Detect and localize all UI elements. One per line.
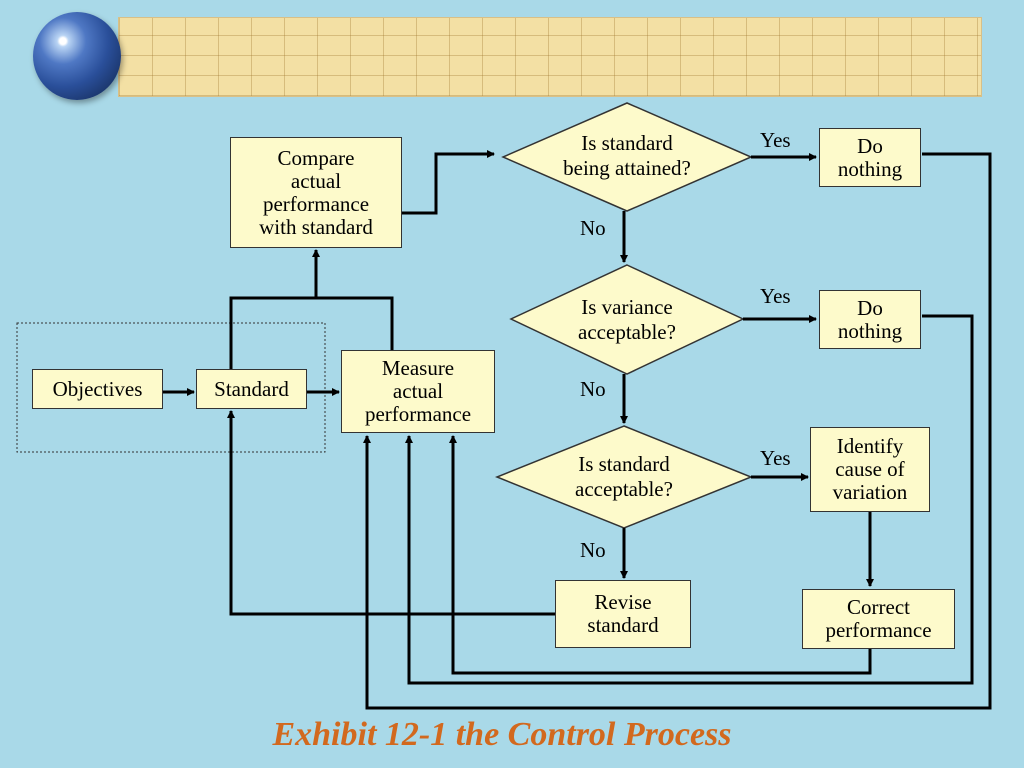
exhibit-title: Exhibit 12-1 the Control Process	[272, 716, 732, 753]
compare-box: Compare actual performance with standard	[230, 137, 402, 248]
no-label-3: No	[580, 538, 606, 562]
arrow-donothing2-measure	[405, 314, 974, 685]
line-standard-up	[229, 296, 394, 375]
correct-box: Correct performance	[802, 589, 955, 649]
decision-attained-diamond	[501, 102, 753, 212]
world-map-banner	[118, 17, 982, 97]
arrow-revise-standard	[227, 410, 555, 616]
yes-label-1: Yes	[760, 128, 791, 152]
revise-box: Revise standard	[555, 580, 691, 648]
identify-box: Identify cause of variation	[810, 427, 930, 512]
yes-label-3: Yes	[760, 446, 791, 470]
yes-label-2: Yes	[760, 284, 791, 308]
planning-group-outline	[16, 322, 326, 453]
globe-icon	[33, 12, 121, 100]
decision-variance-text: Is variance acceptable?	[578, 295, 676, 344]
standard-box: Standard	[196, 369, 307, 409]
do-nothing-box-2: Do nothing	[819, 290, 921, 349]
arrow-donothing1-measure	[363, 152, 992, 710]
no-label-2: No	[580, 377, 606, 401]
objectives-box: Objectives	[32, 369, 163, 409]
decision-attained-text: Is standard being attained?	[563, 131, 691, 180]
decision-standard-text: Is standard acceptable?	[575, 452, 673, 501]
arrow-compare-decision	[401, 150, 495, 215]
no-label-1: No	[580, 216, 606, 240]
measure-box: Measure actual performance	[341, 350, 495, 433]
do-nothing-box-1: Do nothing	[819, 128, 921, 187]
arrow-correct-measure	[449, 435, 872, 675]
decision-variance-diamond	[509, 264, 745, 375]
